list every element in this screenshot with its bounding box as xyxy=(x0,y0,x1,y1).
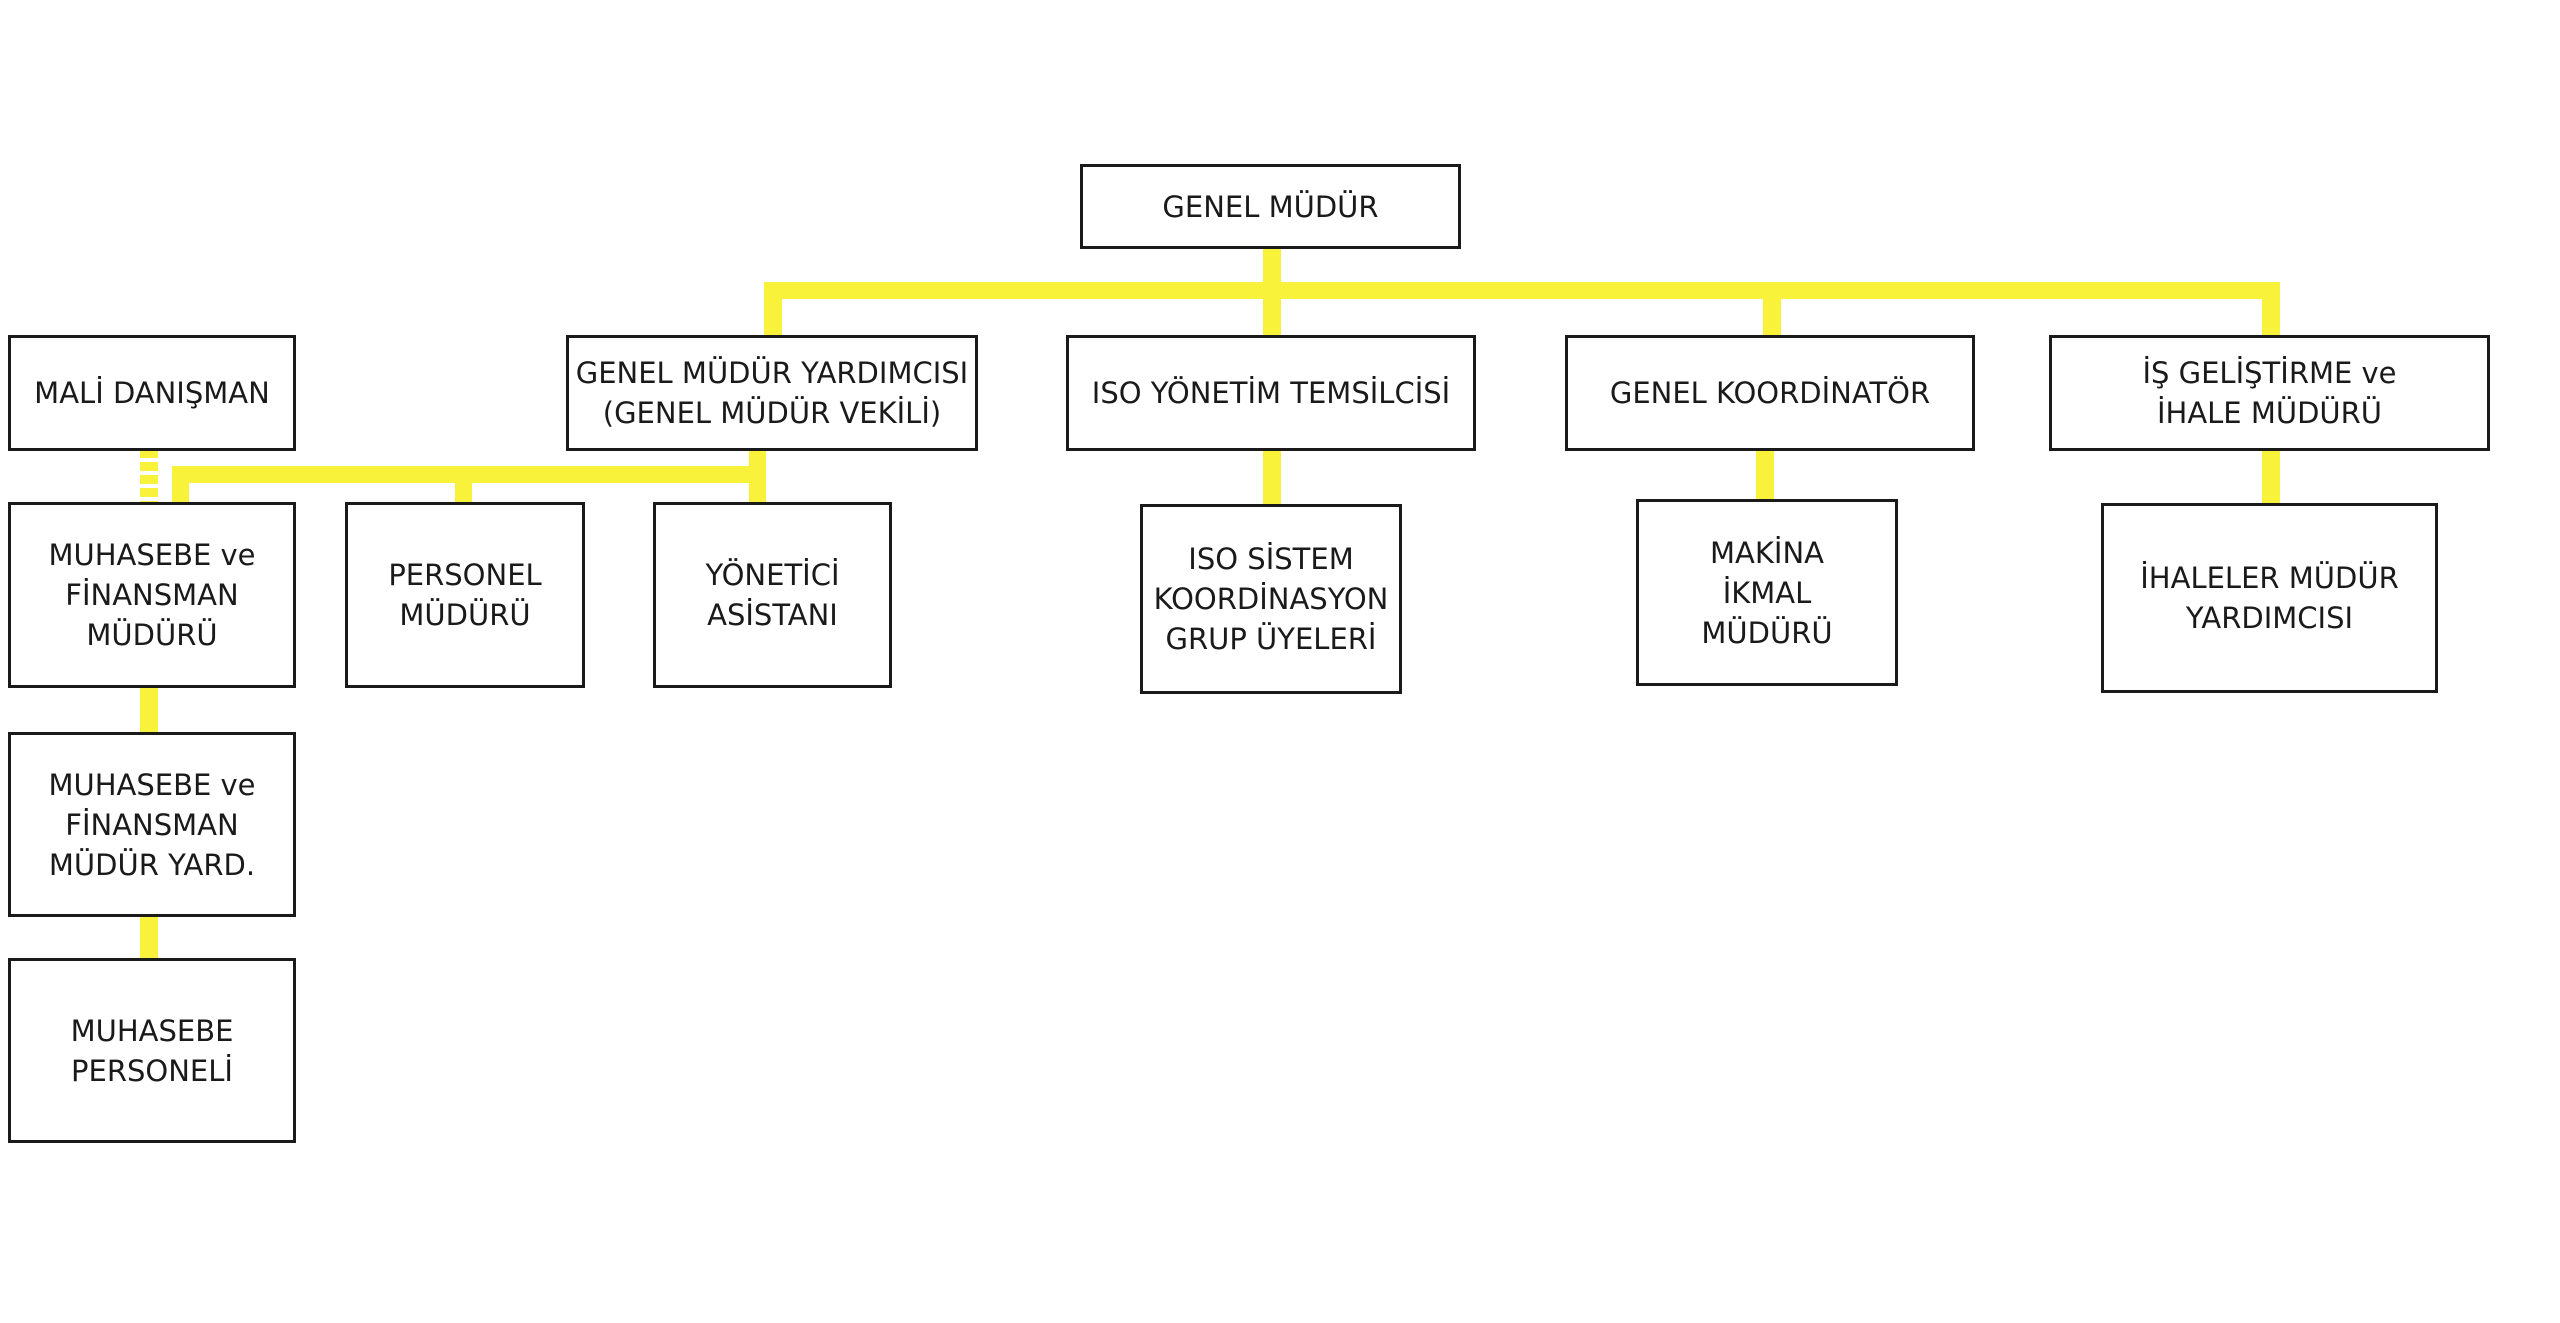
box-mali-danisman: MALİ DANIŞMAN xyxy=(8,335,296,451)
connector-to-muhasebe-muduru xyxy=(172,466,189,504)
box-gm-yardimcisi: GENEL MÜDÜR YARDIMCISI (GENEL MÜDÜR VEKİ… xyxy=(566,335,978,451)
muhasebe-finansman-muduru-label: MUHASEBE ve FİNANSMAN MÜDÜRÜ xyxy=(48,538,256,652)
connector-to-personel-muduru xyxy=(455,466,472,504)
box-iso-sistem: ISO SİSTEM KOORDİNASYON GRUP ÜYELERİ xyxy=(1140,504,1402,694)
connector-to-is-gelistirme xyxy=(2262,282,2280,338)
genel-koordinator-label: GENEL KOORDİNATÖR xyxy=(1609,376,1931,410)
muhasebe-personeli-label: MUHASEBE PERSONELİ xyxy=(70,1013,234,1088)
box-personel-muduru: PERSONEL MÜDÜRÜ xyxy=(345,502,585,688)
box-muhasebe-finansman-yard: MUHASEBE ve FİNANSMAN MÜDÜR YARD. xyxy=(8,732,296,917)
muhasebe-finansman-yard-label: MUHASEBE ve FİNANSMAN MÜDÜR YARD. xyxy=(48,767,256,882)
box-ihaleler-mudur-yard: İHALELER MÜDÜR YARDIMCISI xyxy=(2101,503,2438,693)
gm-yardimcisi-label: GENEL MÜDÜR YARDIMCISI (GENEL MÜDÜR VEKİ… xyxy=(575,356,969,430)
is-gelistirme-label: İŞ GELİŞTİRME ve İHALE MÜDÜRÜ xyxy=(2142,356,2397,430)
box-genel-mudur: GENEL MÜDÜR xyxy=(1080,164,1461,249)
genel-mudur-label: GENEL MÜDÜR xyxy=(1162,189,1379,224)
connector-to-makina-ikmal xyxy=(1756,449,1774,501)
box-muhasebe-personeli: MUHASEBE PERSONELİ xyxy=(8,958,296,1143)
iso-yonetim-label: ISO YÖNETİM TEMSİLCİSİ xyxy=(1091,376,1451,410)
connector-to-genel-koordinator xyxy=(1763,282,1781,338)
box-genel-koordinator: GENEL KOORDİNATÖR xyxy=(1565,335,1975,451)
connector-muhasebe-chain-1 xyxy=(140,686,158,734)
yonetici-asistani-label: YÖNETİCİ ASİSTANI xyxy=(705,558,840,632)
makina-ikmal-label: MAKİNA İKMAL MÜDÜRÜ xyxy=(1701,535,1833,650)
box-iso-yonetim: ISO YÖNETİM TEMSİLCİSİ xyxy=(1066,335,1476,451)
connector-mali-danisman-dashed xyxy=(140,449,158,504)
connector-to-iso-sistem xyxy=(1263,449,1281,504)
connector-to-ihaleler xyxy=(2262,449,2280,505)
personel-muduru-label: PERSONEL MÜDÜRÜ xyxy=(388,558,542,632)
connector-muhasebe-chain-2 xyxy=(140,915,158,960)
box-muhasebe-finansman-muduru: MUHASEBE ve FİNANSMAN MÜDÜRÜ xyxy=(8,502,296,688)
connector-to-gm-yardimcisi xyxy=(764,282,782,338)
iso-sistem-label: ISO SİSTEM KOORDİNASYON GRUP ÜYELERİ xyxy=(1153,542,1389,656)
ihaleler-mudur-yard-label: İHALELER MÜDÜR YARDIMCISI xyxy=(2140,561,2399,635)
box-yonetici-asistani: YÖNETİCİ ASİSTANI xyxy=(653,502,892,688)
box-is-gelistirme: İŞ GELİŞTİRME ve İHALE MÜDÜRÜ xyxy=(2049,335,2490,451)
mali-danisman-label: MALİ DANIŞMAN xyxy=(34,376,270,410)
box-makina-ikmal: MAKİNA İKMAL MÜDÜRÜ xyxy=(1636,499,1898,686)
connector-top-bus xyxy=(764,282,2280,299)
